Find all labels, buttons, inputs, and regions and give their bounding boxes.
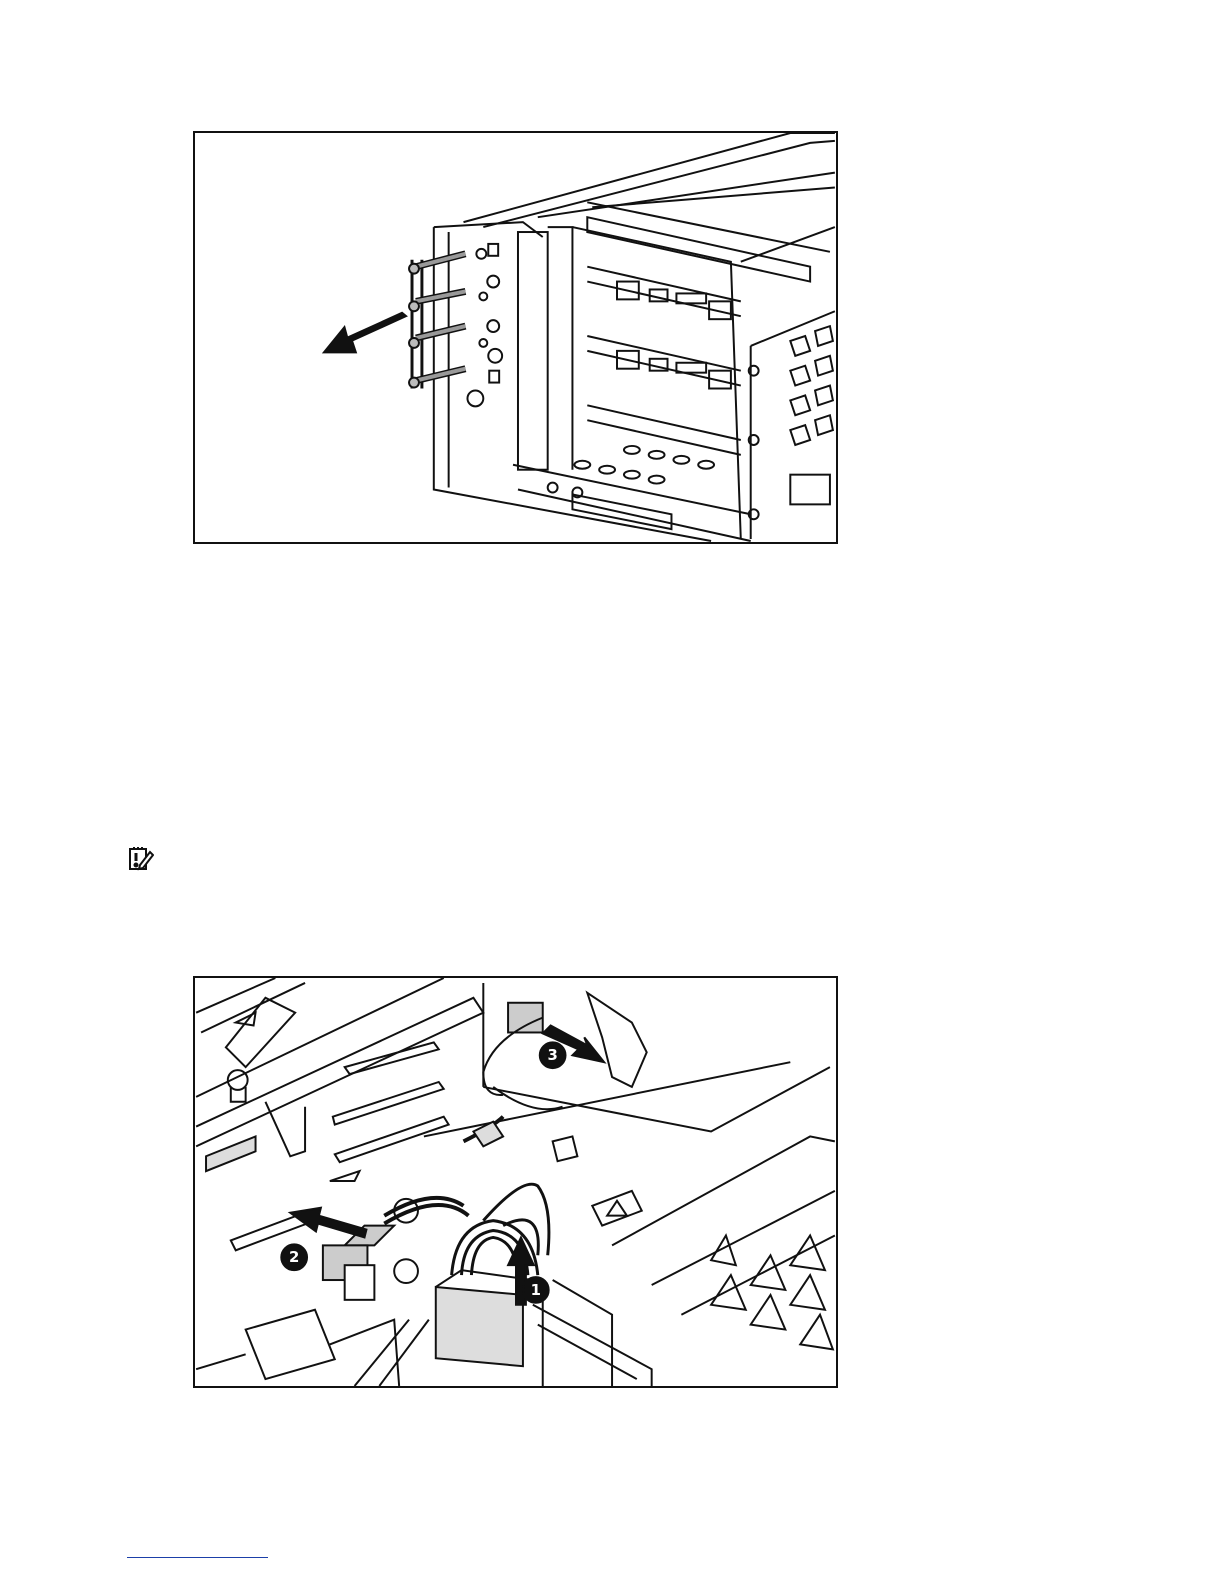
callout-2: 2 (281, 1244, 307, 1270)
pull-direction-arrow (323, 312, 407, 353)
callout-1: 1 (523, 1277, 549, 1303)
figure-2-cable-disconnection: 1 2 3 (193, 976, 838, 1388)
svg-text:3: 3 (547, 1046, 557, 1064)
important-note-icon (128, 846, 154, 872)
footer-link-rule (127, 1557, 268, 1558)
arrow-2 (290, 1208, 366, 1238)
figure-1-drive-cage-removal (193, 131, 838, 544)
svg-text:1: 1 (531, 1281, 541, 1299)
callout-3: 3 (540, 1042, 566, 1068)
svg-text:2: 2 (289, 1248, 299, 1266)
